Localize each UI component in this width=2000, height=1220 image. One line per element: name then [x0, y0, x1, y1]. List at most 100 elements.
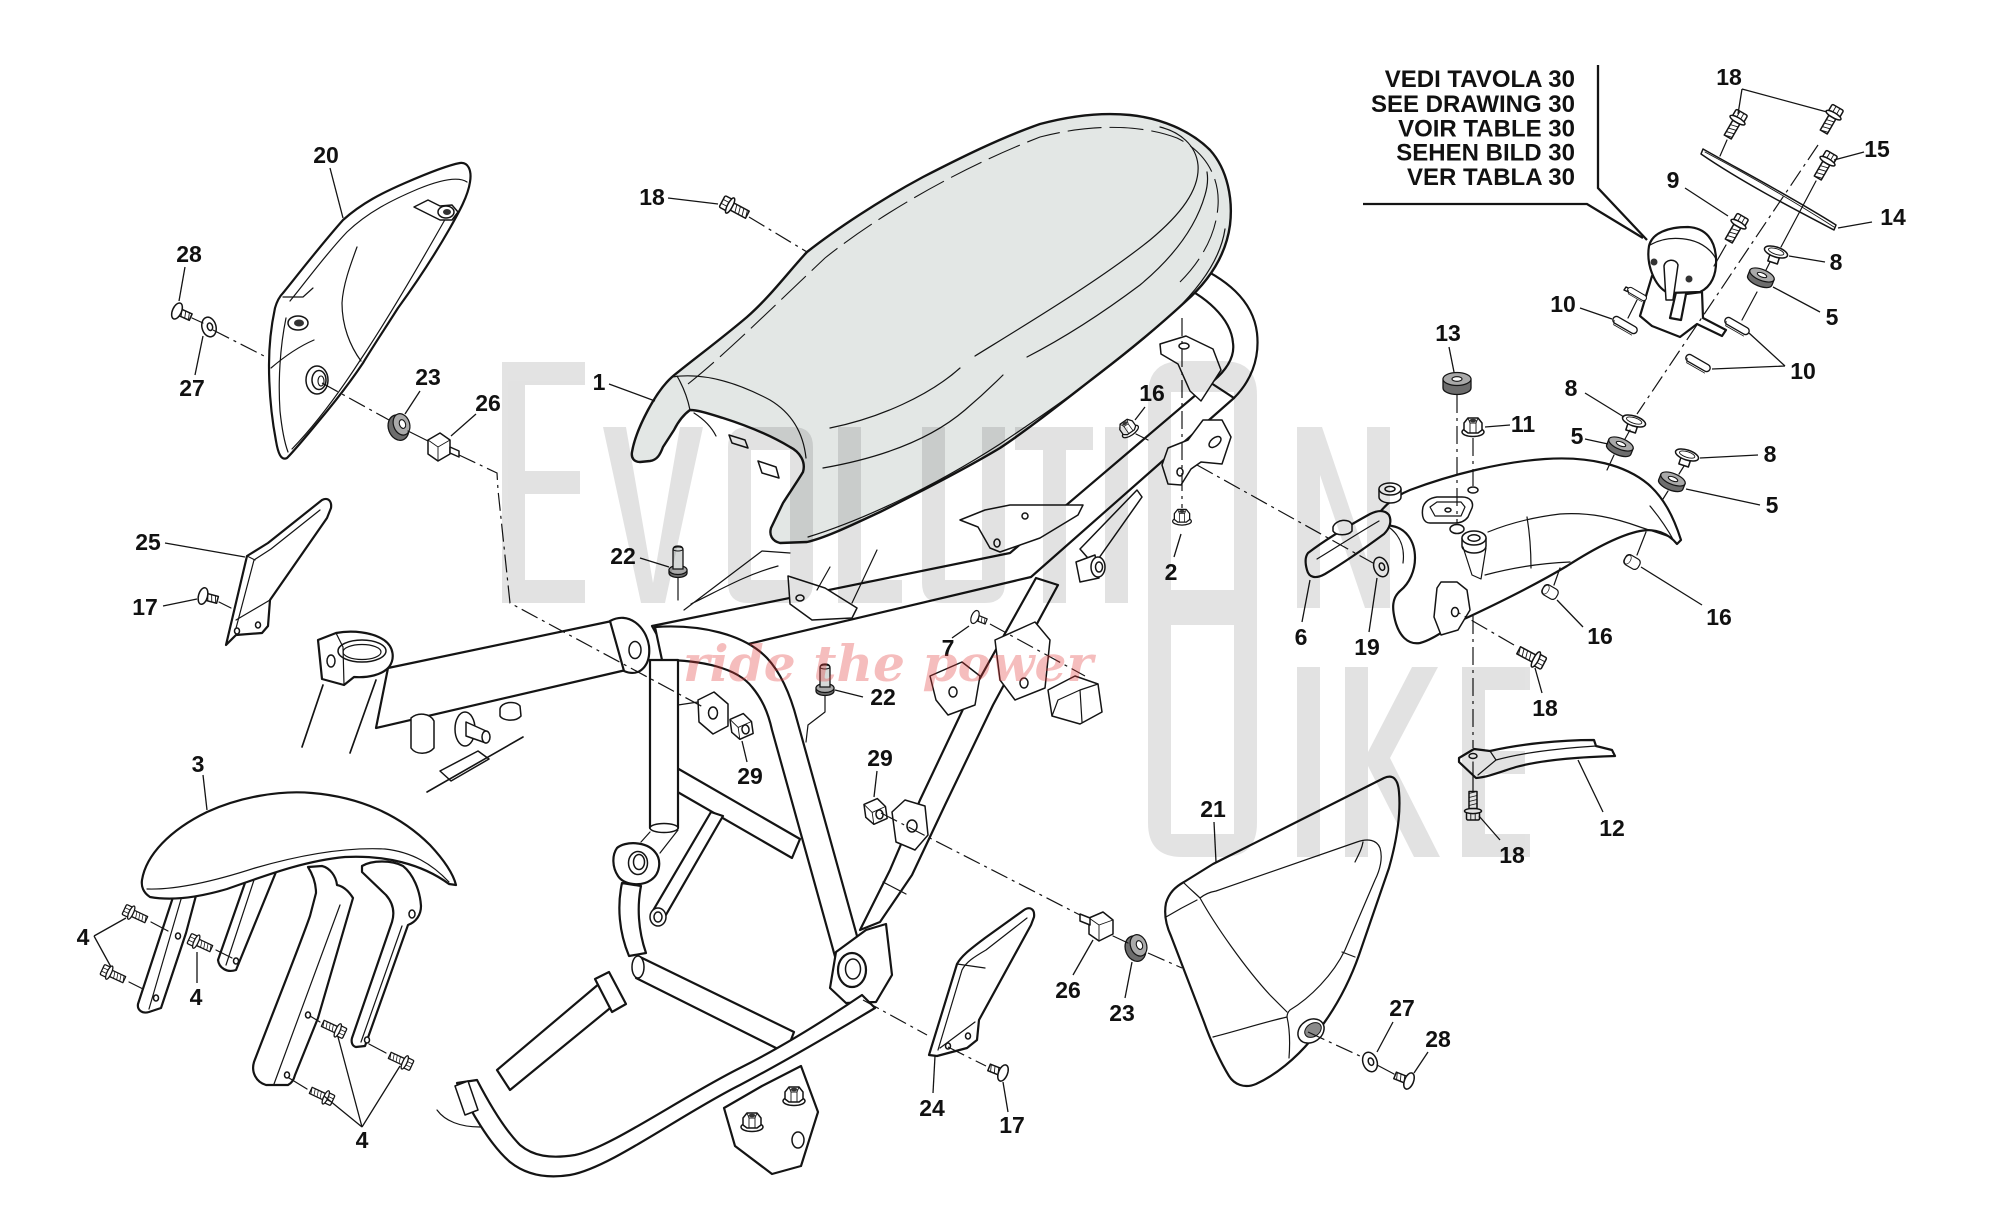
callout-11: 11 [1511, 411, 1536, 437]
small-cover-25-outline [224, 497, 333, 647]
fork-bracket-mid-hole [232, 957, 240, 965]
leader-10-right [1711, 332, 1786, 370]
callout-18-seat: 18 [639, 184, 665, 210]
callout-18-bracket: 18 [1499, 842, 1525, 868]
frame-lower-cradle [455, 993, 877, 1178]
leader-23-lower [1124, 961, 1133, 999]
frame-brace-boss-hole [653, 911, 663, 923]
callout-25: 25 [135, 529, 161, 555]
callout-28-upper: 28 [176, 241, 202, 267]
note-line-french: VOIR TABLE 30 [1398, 116, 1575, 143]
side-cover-20-crease [341, 246, 362, 362]
connector-fender-16 [1553, 531, 1647, 586]
callout-26-lower: 26 [1055, 977, 1081, 1003]
callout-4-mid: 4 [190, 984, 203, 1010]
seat-contour [829, 126, 1199, 429]
leader-6 [1301, 579, 1311, 623]
leader-3 [202, 774, 208, 811]
rear-fender-tip-facet [1649, 505, 1675, 542]
leader-22-upper [639, 557, 670, 568]
part-25-small-cover [224, 497, 333, 647]
frame-seat-latch-plate [683, 550, 791, 611]
side-cover-20-left-edge [278, 317, 289, 453]
leader-4-left [93, 917, 127, 968]
fork-guard-rear-hole [363, 1036, 371, 1044]
part-12-license-bracket [1457, 738, 1617, 780]
tail-light-screw [1685, 275, 1693, 283]
leader-lines [93, 88, 1873, 1128]
axis-24-to-17 [947, 1046, 987, 1067]
frame-rear-member-collar [882, 881, 907, 895]
fork-guard-rear [350, 860, 423, 1049]
callout-8-top: 8 [1830, 249, 1843, 275]
axis-18-to-fender [1458, 612, 1515, 646]
frame-head-tube-fill [302, 680, 376, 753]
tail-light-ref-drawing-30 [1623, 225, 1728, 339]
callout-5-left: 5 [1571, 423, 1584, 449]
frame-tab-a-hole [948, 686, 958, 698]
leader-9 [1684, 187, 1729, 217]
callout-18-fender: 18 [1532, 695, 1558, 721]
frame-peg-bore [1094, 561, 1104, 573]
side-panel-21-inner-left [1183, 882, 1288, 1013]
callout-23-upper: 23 [415, 364, 441, 390]
leader-2 [1173, 533, 1182, 558]
bump-stop-13-hole [1451, 376, 1463, 382]
fork-bracket-left-edge [148, 888, 185, 1010]
callout-29-right: 29 [867, 745, 893, 771]
spacer-26-lower-stud [1079, 913, 1091, 926]
axis-frame-to-24 [862, 999, 928, 1036]
leader-25 [164, 542, 246, 558]
seat-tail-inner [693, 412, 717, 437]
frame-underseat-hole [993, 538, 1001, 548]
leader-16-fender-right [1640, 566, 1703, 606]
fork-bracket-left [136, 886, 200, 1014]
frame-head-clamp-ring [337, 639, 387, 663]
license-bracket-12-edge [1477, 745, 1597, 776]
leader-22-lower [834, 689, 864, 698]
note-pointer-vertical [1596, 65, 1648, 241]
axis-7-to-frame [989, 623, 1086, 677]
rear-fender-mount-hole [1450, 606, 1460, 618]
side-cover-20-flange [289, 178, 468, 302]
frame-head-clamp-slot [335, 632, 345, 686]
part-21-side-panel [1164, 775, 1401, 1088]
callout-9: 9 [1667, 167, 1680, 193]
leader-29-right [873, 770, 878, 798]
callout-1: 1 [593, 369, 606, 395]
rear-fender-flap-6-edge [1316, 520, 1380, 560]
connector-16-rail [1135, 433, 1149, 441]
side-panel-21-fixing-hole [1304, 1022, 1322, 1038]
callouts: 20 28 27 23 26 1 18 18 15 9 14 8 5 10 10… [77, 64, 1906, 1153]
callout-10-left: 10 [1550, 291, 1576, 317]
side-cover-20-inner-edge [291, 215, 448, 450]
callout-16-fender-right: 16 [1706, 604, 1732, 630]
rear-fender-boss-rear-hole [1467, 534, 1481, 542]
callout-6: 6 [1295, 624, 1308, 650]
leader-13 [1448, 346, 1455, 373]
callout-29-left: 29 [737, 763, 763, 789]
spacer-26-upper-stud [449, 446, 460, 458]
callout-10-right: 10 [1790, 358, 1816, 384]
side-panel-21-inner-raised [1199, 839, 1382, 1018]
leader-8-left [1584, 392, 1625, 418]
frame-cradle-tab [454, 1080, 479, 1116]
callout-22-upper: 22 [610, 543, 636, 569]
frame-footpeg-nut [740, 1112, 764, 1133]
leader-17-upper [162, 598, 198, 607]
spacer-26-upper [427, 432, 460, 462]
leader-5-top [1772, 286, 1821, 313]
callout-4-bottom: 4 [356, 1127, 369, 1153]
rear-fender-side-line [1487, 513, 1673, 539]
fork-guard-rear-edge [360, 925, 403, 1043]
connector-8-5-left [1606, 429, 1631, 471]
mount-plate-14 [1700, 148, 1837, 231]
callout-4-left: 4 [77, 924, 90, 950]
small-cover-24-inner-edge [937, 917, 1028, 1051]
small-cover-25-inner-edge [234, 509, 321, 633]
nut-11 [1461, 417, 1485, 438]
axis-frame-to-19 [1196, 464, 1374, 564]
callout-14: 14 [1880, 204, 1906, 230]
callout-20: 20 [313, 142, 339, 168]
side-cover-20-lower-crease [270, 339, 315, 369]
